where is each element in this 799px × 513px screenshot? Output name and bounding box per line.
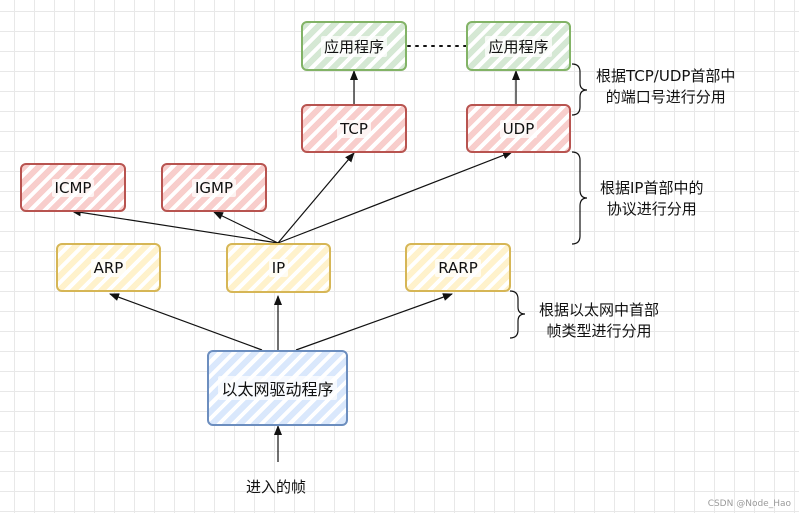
ethernet-driver-node: 以太网驱动程序 [207,350,348,426]
ethernet-driver-label: 以太网驱动程序 [218,376,337,400]
arrow-driver-to-rarp [295,293,453,351]
icmp-node-label: ICMP [51,178,95,197]
input-frame-label: 进入的帧 [246,478,307,496]
icmp-node: ICMP [20,163,126,212]
arrow-driver-to-arp [109,293,263,351]
note-port-demux-line-2: 的端口号进行分用 [605,88,726,106]
app-node-right-label: 应用程序 [485,35,552,57]
app-node-right: 应用程序 [466,21,571,71]
brace-port [571,63,588,116]
note-frame-demux-line-1: 根据以太网中首部 [539,301,660,319]
igmp-node-label: IGMP [191,178,237,197]
note-port-demux: 根据TCP/UDP首部中 的端口号进行分用 [596,66,735,108]
arrow-ip-to-udp [277,151,513,244]
rarp-node: RARP [405,243,511,292]
tcp-node-label: TCP [337,119,371,138]
arrow-ip-to-tcp [277,152,355,244]
arp-node-label: ARP [90,258,127,277]
arrow-ip-to-icmp [71,208,279,244]
note-ip-demux: 根据IP首部中的 协议进行分用 [600,178,703,220]
tcp-node: TCP [301,104,407,153]
arrow-ip-to-igmp [213,211,279,244]
note-frame-demux-line-2: 帧类型进行分用 [546,322,652,340]
note-ip-demux-line-2: 协议进行分用 [606,200,697,218]
udp-node-label: UDP [499,119,538,138]
igmp-node: IGMP [161,163,267,212]
rarp-node-label: RARP [435,258,481,277]
note-port-demux-line-1: 根据TCP/UDP首部中 [596,67,736,85]
ip-node-label: IP [268,259,289,277]
ip-node: IP [226,243,331,293]
arp-node: ARP [56,243,161,292]
note-frame-demux: 根据以太网中首部 帧类型进行分用 [539,300,659,342]
watermark: CSDN @Node_Hao [707,499,791,509]
app-node-left: 应用程序 [301,21,407,71]
note-ip-demux-line-1: 根据IP首部中的 [600,179,704,197]
brace-ip [571,151,588,245]
brace-frame [509,290,526,339]
udp-node: UDP [466,104,571,153]
app-node-left-label: 应用程序 [320,35,387,57]
